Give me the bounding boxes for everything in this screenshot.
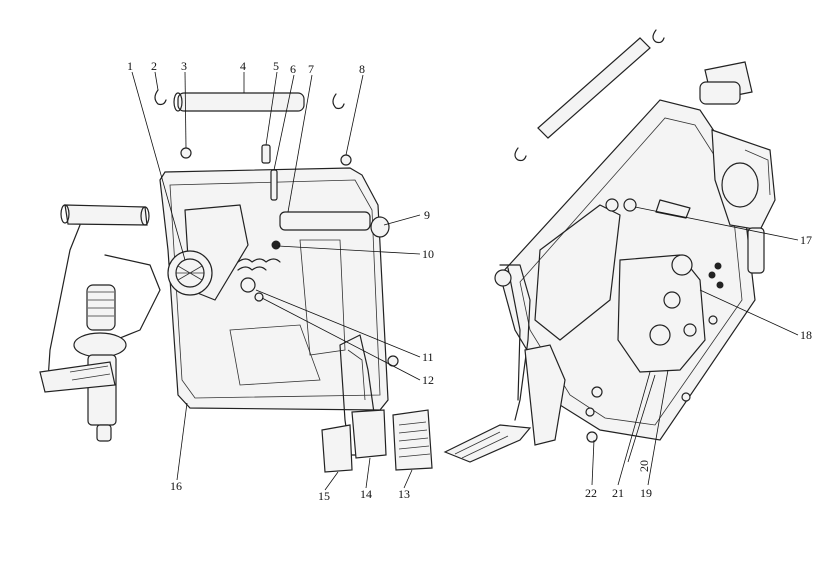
pedal-pad-15 [321, 424, 353, 473]
callout-14: 14 [360, 487, 372, 501]
callout-20: 20 [637, 460, 651, 472]
pedal-pad-14 [351, 409, 387, 459]
callout-17: 17 [800, 233, 812, 247]
callout-16: 16 [170, 479, 182, 493]
callout-labels: 1 2 3 4 5 6 7 8 9 10 11 12 13 14 15 16 1… [127, 59, 812, 503]
callout-9: 9 [424, 208, 430, 222]
left-pedal-assembly [39, 89, 433, 473]
callout-11: 11 [422, 350, 434, 364]
leader-lines [131, 71, 799, 491]
callout-15: 15 [318, 489, 330, 503]
callout-5: 5 [273, 59, 279, 73]
callout-4: 4 [240, 59, 246, 73]
callout-6: 6 [290, 62, 296, 76]
callout-2: 2 [151, 59, 157, 73]
callout-7: 7 [308, 62, 314, 76]
callout-13: 13 [398, 487, 410, 501]
callout-1: 1 [127, 59, 133, 73]
callout-12: 12 [422, 373, 434, 387]
callout-19: 19 [640, 486, 652, 500]
callout-21: 21 [612, 486, 624, 500]
callout-3: 3 [181, 59, 187, 73]
callout-22: 22 [585, 486, 597, 500]
right-pedal-assembly [443, 29, 776, 463]
callout-10: 10 [422, 247, 434, 261]
callout-18: 18 [800, 328, 812, 342]
callout-8: 8 [359, 62, 365, 76]
